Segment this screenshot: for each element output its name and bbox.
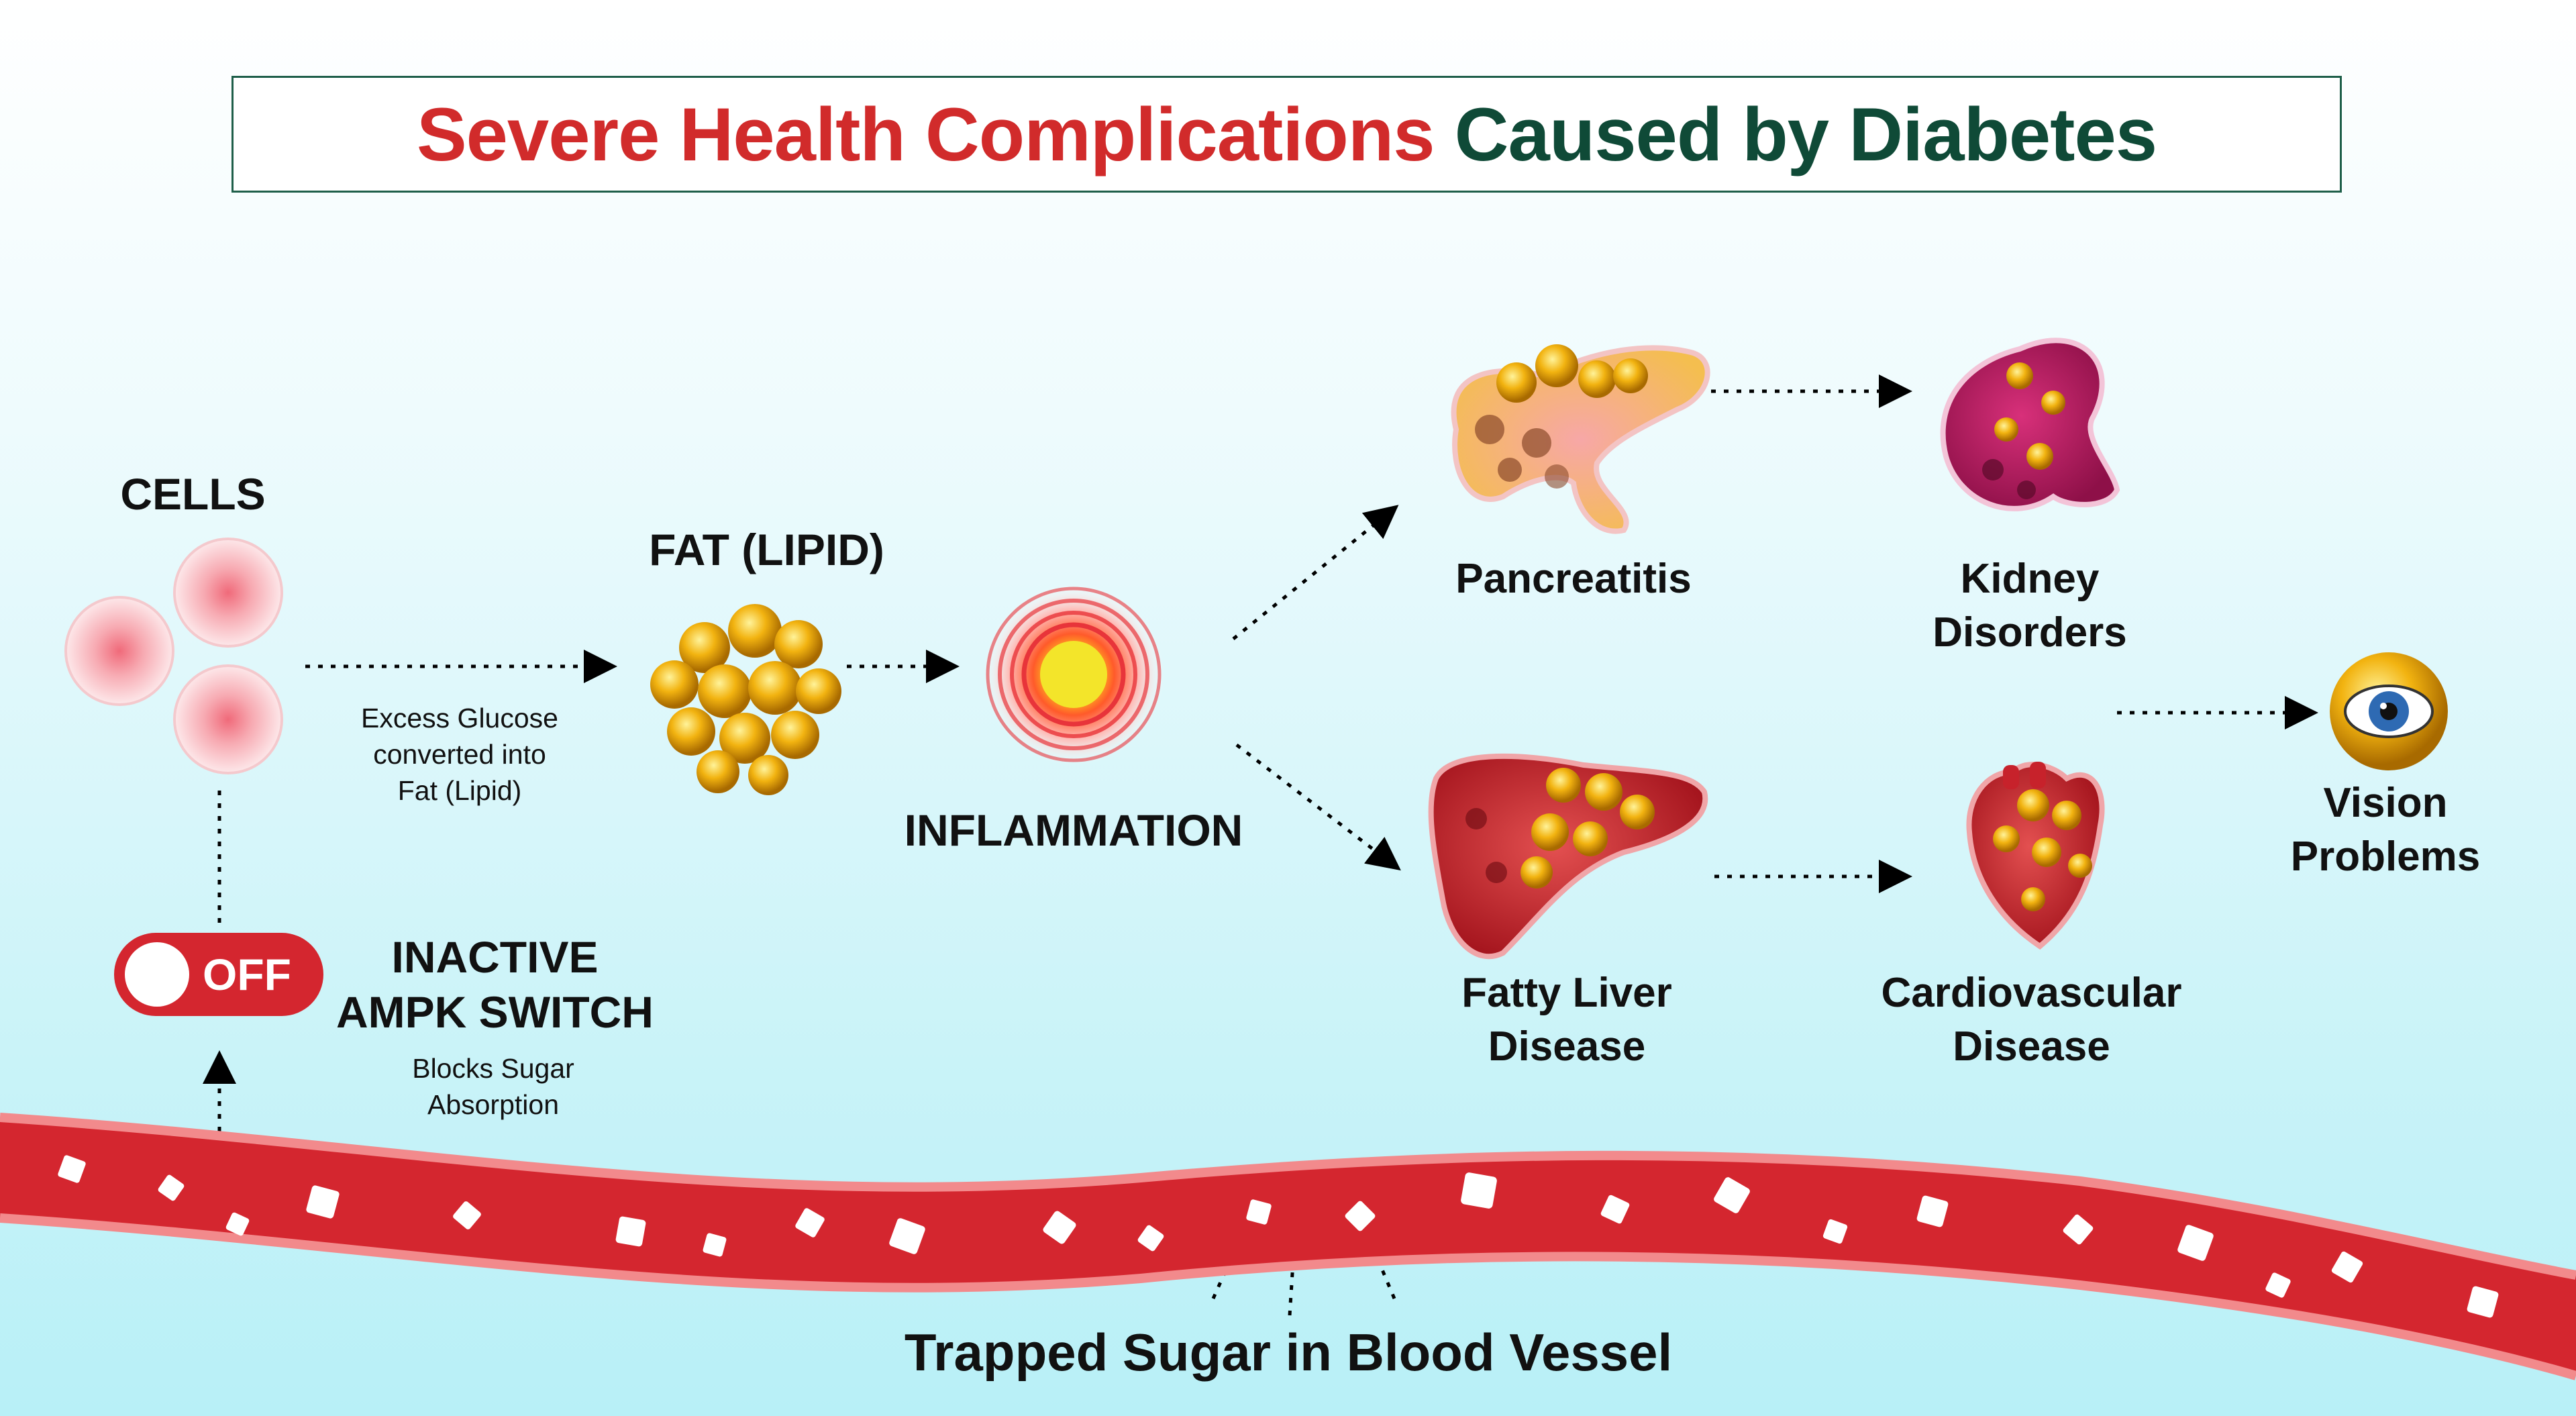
title-box: Severe Health Complications Caused by Di… — [231, 76, 2342, 193]
sugar-crystals — [58, 1155, 2499, 1318]
vision-label: Vision Problems — [2290, 780, 2481, 880]
heart-icon — [1966, 762, 2105, 950]
toggle-label: OFF — [203, 950, 291, 999]
fat-lipid-icon — [650, 604, 841, 795]
cells-icon — [64, 538, 283, 774]
cells-label: CELLS — [120, 469, 266, 519]
ampk-label: INACTIVE AMPK SWITCH — [336, 932, 654, 1037]
arrow-inflammation-to-pancreas — [1232, 505, 1399, 640]
eye-icon — [2330, 652, 2448, 770]
fat-label: FAT (LIPID) — [649, 525, 884, 574]
heart-label: Cardiovascular Disease — [1881, 970, 2182, 1070]
fat-caption: Excess Glucose converted into Fat (Lipid… — [361, 703, 558, 806]
flow-arrows — [203, 374, 2318, 1316]
title-part-red: Severe Health Complications — [416, 92, 1435, 176]
kidney-icon — [1940, 338, 2120, 511]
blood-vessel — [0, 1113, 2576, 1380]
inflammation-icon — [983, 584, 1164, 765]
page-title: Severe Health Complications Caused by Di… — [417, 91, 2157, 178]
liver-label: Fatty Liver Disease — [1461, 970, 1672, 1070]
liver-icon — [1428, 753, 1708, 960]
ampk-switch-toggle: OFF — [114, 933, 323, 1016]
ampk-caption: Blocks Sugar Absorption — [412, 1053, 574, 1120]
pancreatitis-label: Pancreatitis — [1455, 556, 1692, 602]
blood-vessel-label: Trapped Sugar in Blood Vessel — [904, 1323, 1673, 1382]
kidney-label: Kidney Disorders — [1933, 556, 2127, 656]
toggle-knob — [125, 942, 189, 1007]
inflammation-label: INFLAMMATION — [904, 805, 1243, 855]
pancreas-icon — [1451, 344, 1710, 534]
pointer-center — [1288, 1231, 1297, 1316]
title-part-green: Caused by Diabetes — [1454, 92, 2157, 176]
